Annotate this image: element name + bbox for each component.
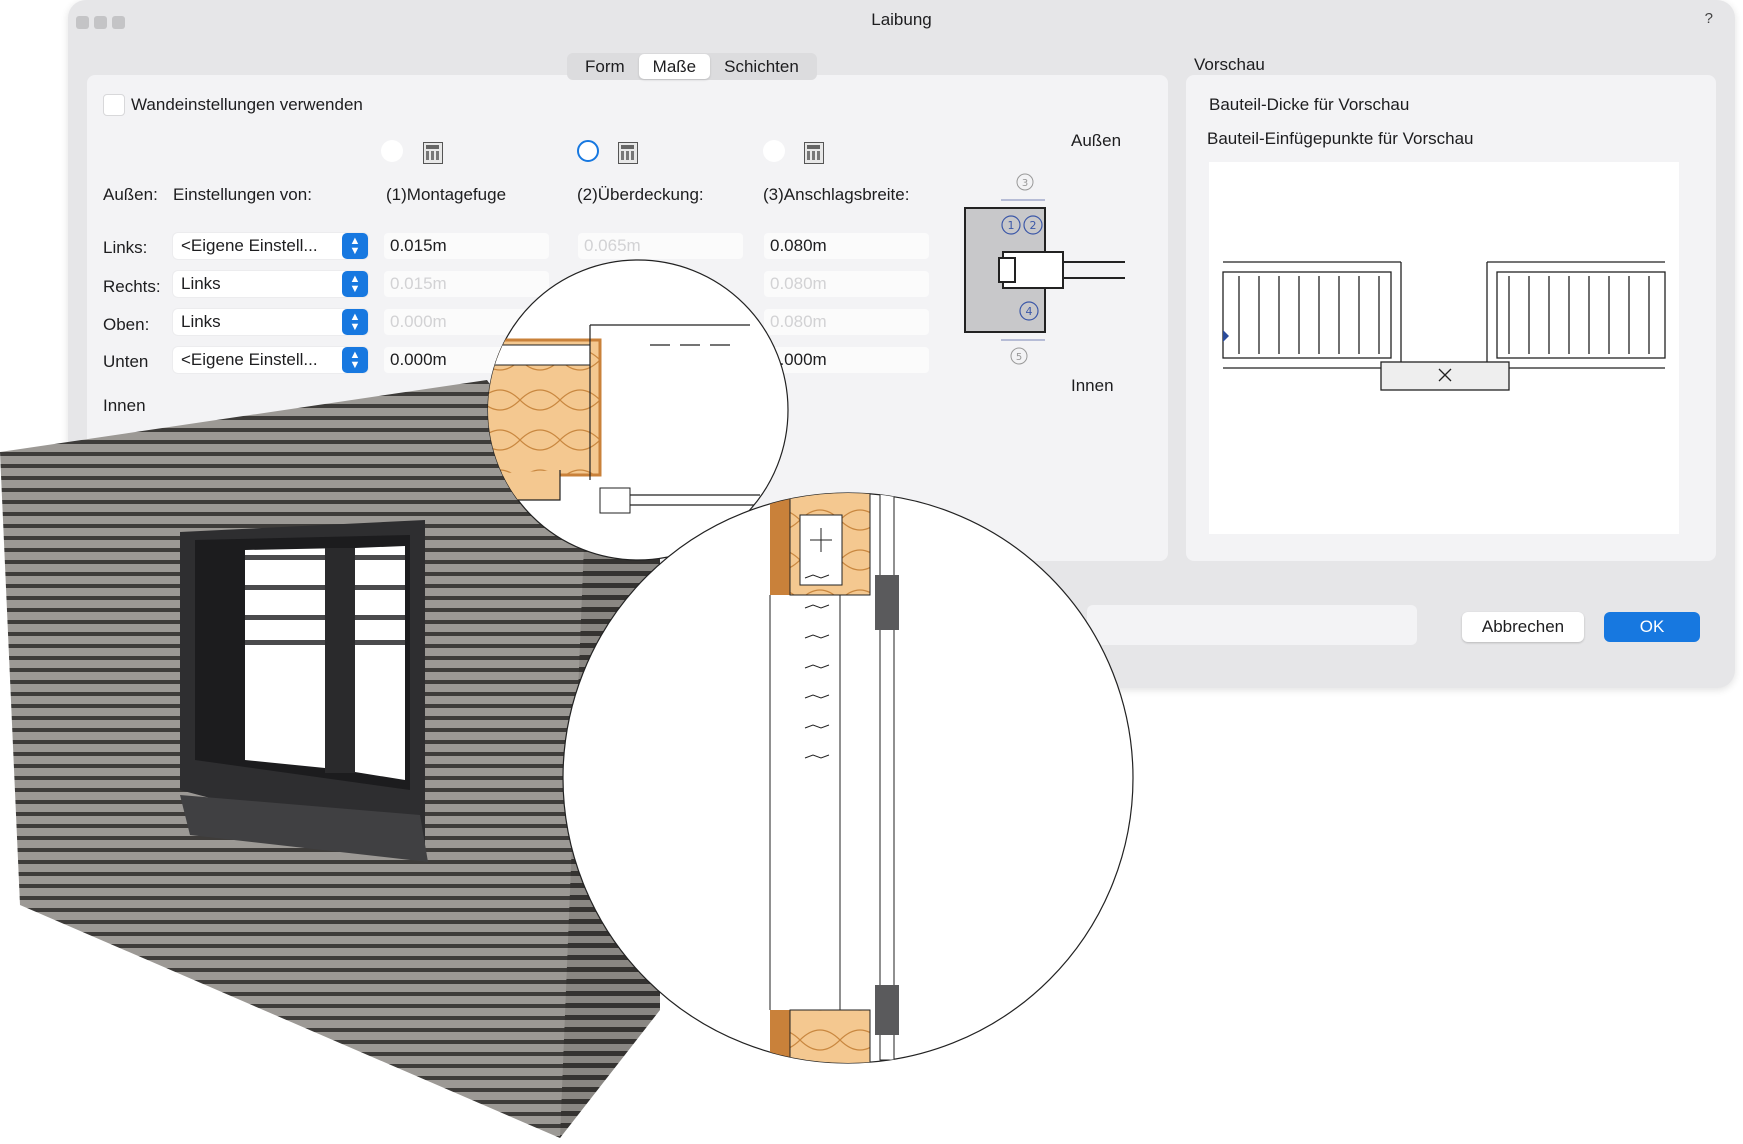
inner-label: Innen <box>103 396 146 415</box>
montagefuge-field-links[interactable]: 0.015m <box>384 233 549 259</box>
tab-form[interactable]: Form <box>585 57 625 76</box>
dialog-title: Laibung <box>871 10 932 29</box>
select-value: Links <box>181 274 221 293</box>
ok-button[interactable]: OK <box>1604 612 1700 642</box>
column-3-radio[interactable] <box>763 140 785 162</box>
diagram-marker-3: 3 <box>1022 178 1028 189</box>
settings-from-select-links[interactable]: <Eigene Einstell... ▲▼ <box>173 233 368 259</box>
column-1-header: (1)Montagefuge <box>386 185 507 204</box>
row-label-unten: Unten <box>103 352 149 371</box>
outer-prefix-label: Außen: <box>103 185 158 204</box>
diagram-marker-4: 4 <box>1026 305 1033 318</box>
window-minimize-control[interactable] <box>94 16 107 29</box>
select-value: Links <box>181 312 221 331</box>
anschlagsbreite-field-links[interactable]: 0.080m <box>764 233 929 259</box>
wall-rendering <box>0 380 660 1138</box>
tab-masse[interactable]: Maße <box>638 54 711 79</box>
diagram-marker-2: 2 <box>1030 219 1037 232</box>
diagram-inner-label: Innen <box>1071 376 1114 395</box>
montagefuge-field-rechts[interactable]: 0.015m <box>384 271 549 297</box>
row-label-oben: Oben: <box>103 315 150 334</box>
settings-from-select-rechts[interactable]: Links ▲▼ <box>173 271 368 297</box>
preview-insert-points-label[interactable]: Bauteil-Einfügepunkte für Vorschau <box>1207 129 1474 148</box>
anschlagsbreite-field-rechts[interactable]: 0.080m <box>764 271 929 297</box>
column-3-header: (3)Anschlagsbreite: <box>763 185 910 204</box>
detail-magnifier-bottom <box>562 492 1134 1064</box>
detail-magnifier-top <box>487 259 789 561</box>
calculator-icon[interactable] <box>423 142 443 164</box>
settings-from-select-oben[interactable]: Links ▲▼ <box>173 309 368 335</box>
calculator-icon[interactable] <box>804 142 824 164</box>
anschlagsbreite-field-oben[interactable]: 0.080m <box>764 309 929 335</box>
column-2-header: (2)Überdeckung: <box>577 185 704 204</box>
preview-title: Vorschau <box>1194 55 1265 74</box>
select-value: <Eigene Einstell... <box>181 350 318 369</box>
calculator-icon[interactable] <box>618 142 638 164</box>
stepper-icon: ▲▼ <box>342 347 368 373</box>
window-close-control[interactable] <box>76 16 89 29</box>
status-field <box>1087 605 1417 645</box>
ueberdeckung-field-links[interactable]: 0.065m <box>578 233 743 259</box>
stepper-icon: ▲▼ <box>342 271 368 297</box>
settings-from-header: Einstellungen von: <box>173 185 312 204</box>
diagram-marker-1: 1 <box>1008 219 1015 232</box>
window-zoom-control[interactable] <box>112 16 125 29</box>
anschlagsbreite-field-unten[interactable]: 0.000m <box>764 347 929 373</box>
reveal-diagram: 3 1 2 4 5 <box>964 173 1125 365</box>
diagram-marker-5: 5 <box>1016 352 1022 363</box>
row-label-rechts: Rechts: <box>103 277 161 296</box>
column-1-radio[interactable] <box>381 140 403 162</box>
tab-schichten[interactable]: Schichten <box>724 57 799 76</box>
diagram-outer-label: Außen <box>1071 131 1122 150</box>
stepper-icon: ▲▼ <box>342 233 368 259</box>
select-value: <Eigene Einstell... <box>181 236 318 255</box>
help-button[interactable]: ? <box>1704 10 1713 27</box>
preview-plan-drawing <box>1222 261 1666 391</box>
preview-thickness-label[interactable]: Bauteil-Dicke für Vorschau <box>1209 95 1410 114</box>
tab-bar: Form Maße Schichten <box>567 53 817 80</box>
preview-canvas <box>1209 162 1679 534</box>
row-label-links: Links: <box>103 238 148 257</box>
use-wall-settings-label: Wandeinstellungen verwenden <box>131 95 363 114</box>
use-wall-settings-checkbox[interactable] <box>103 94 125 116</box>
settings-from-select-unten[interactable]: <Eigene Einstell... ▲▼ <box>173 347 368 373</box>
column-2-radio[interactable] <box>577 140 599 162</box>
cancel-button[interactable]: Abbrechen <box>1462 612 1584 642</box>
stepper-icon: ▲▼ <box>342 309 368 335</box>
